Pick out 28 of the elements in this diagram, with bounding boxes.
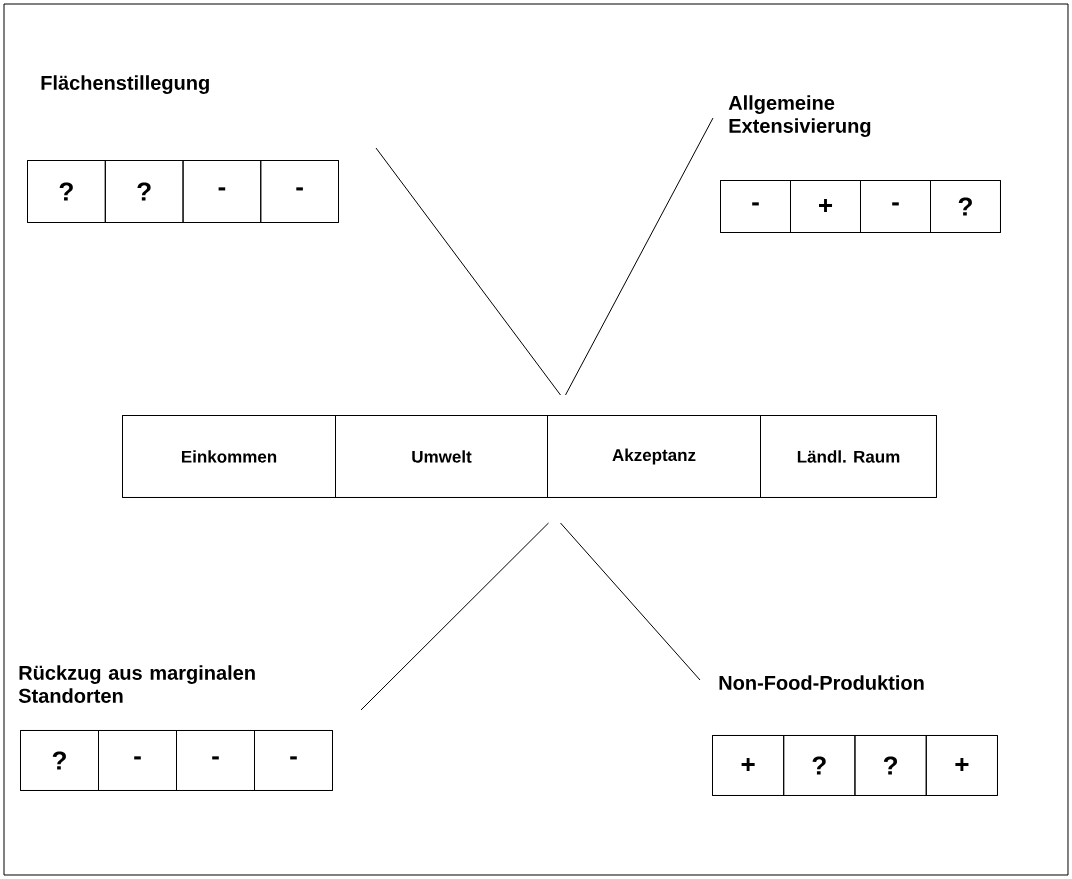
rating-cell: + xyxy=(712,735,785,796)
scenario-title: Non-Food-Produktion xyxy=(719,675,924,690)
rating-cell: - xyxy=(720,180,791,233)
rating-cell: - xyxy=(98,730,177,791)
rating-cell: ? xyxy=(930,180,1001,233)
criterion-cell: Umwelt xyxy=(335,415,548,498)
scenario-title: Flächenstillegung xyxy=(41,75,209,94)
rating-cell: ? xyxy=(854,735,927,796)
criterion-cell: Akzeptanz xyxy=(547,415,761,498)
rating-cell: + xyxy=(925,735,998,796)
connector-line xyxy=(565,117,714,396)
connector-line xyxy=(360,522,549,711)
criterion-cell: Ländl. Raum xyxy=(760,415,937,498)
connector-line xyxy=(560,522,701,681)
rating-cell: - xyxy=(182,160,262,223)
rating-cell: ? xyxy=(104,160,184,223)
rating-cell: - xyxy=(176,730,255,791)
scenario-title: Rückzug aus marginalen Standorten xyxy=(18,665,255,703)
rating-cell: ? xyxy=(20,730,99,791)
rating-cell: - xyxy=(860,180,931,233)
rating-cell: ? xyxy=(783,735,856,796)
connector-line xyxy=(375,147,561,396)
rating-cell: ? xyxy=(27,160,106,223)
rating-cell: - xyxy=(254,730,333,791)
criterion-cell: Einkommen xyxy=(122,415,336,498)
rating-cell: - xyxy=(260,160,339,223)
rating-cell: + xyxy=(790,180,861,233)
scenario-title: Allgemeine Extensivierung xyxy=(728,95,871,137)
